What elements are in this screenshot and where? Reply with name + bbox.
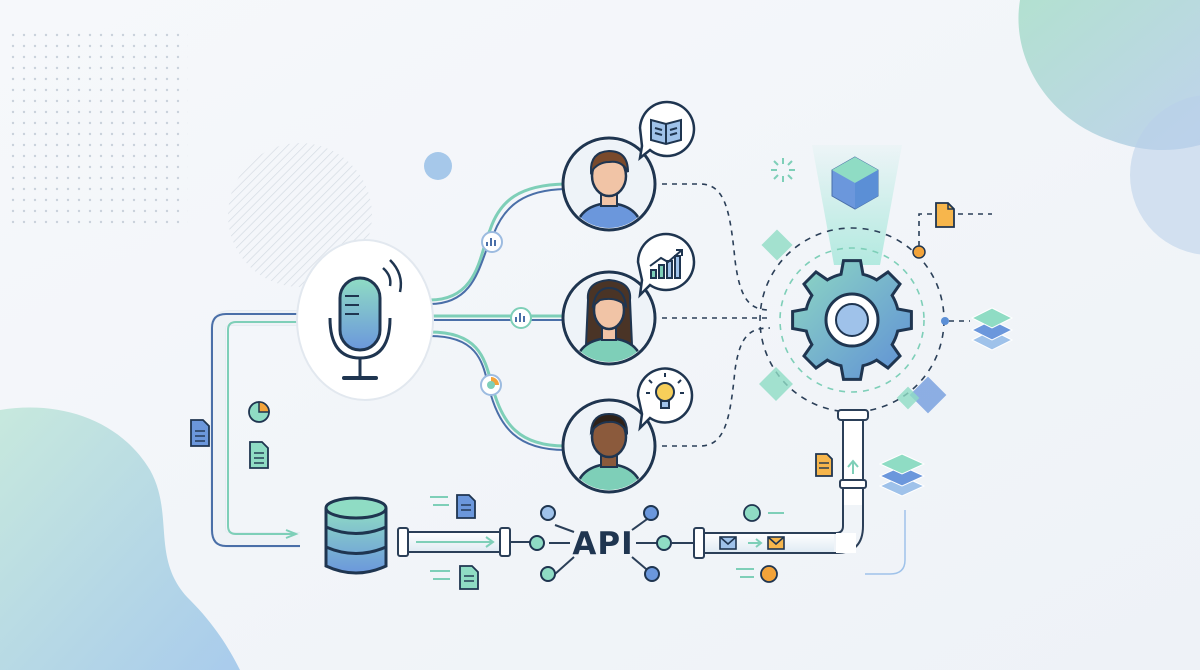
persons-to-gear-dashed (662, 183, 771, 447)
layers-icon-right (970, 307, 1014, 351)
layers-icon-pipe (878, 453, 926, 497)
person-male-2-icon (565, 402, 653, 490)
book-icon (650, 118, 682, 146)
blob-bottom-left (0, 407, 240, 670)
bubble-book (638, 100, 696, 162)
file-icon-left-teal (249, 441, 269, 469)
person-node-2[interactable] (560, 270, 660, 370)
microphone-icon (328, 259, 403, 380)
connector-badges (480, 231, 532, 396)
blob-right-circle (1130, 95, 1200, 255)
microphone-node[interactable] (296, 239, 434, 401)
orbit-node-blue (941, 317, 949, 325)
vertical-pipe (837, 409, 906, 575)
floating-dot (424, 152, 452, 180)
gear-hub (835, 303, 869, 337)
cube-icon (831, 156, 879, 210)
bubble-chart (636, 232, 696, 299)
api-label: API (572, 526, 633, 562)
file-icon-left-blue (190, 419, 210, 447)
pipe-db-to-api (397, 527, 532, 557)
pie-chart-icon-left (248, 401, 270, 423)
person-node-1[interactable] (560, 136, 660, 236)
database-icon[interactable] (324, 496, 388, 575)
chart-up-icon (649, 249, 683, 279)
orbit-node-orange (912, 245, 926, 259)
lightbulb-icon (646, 373, 684, 409)
file-icon-db-top (430, 494, 476, 519)
sparkle-icon (771, 158, 795, 182)
dot-grid (8, 30, 188, 230)
mail-icons (719, 536, 785, 550)
pipe-dot-orange (760, 565, 778, 583)
gear-output-lines (918, 213, 992, 322)
pipe-dot-teal (743, 504, 761, 522)
blob-top-right (1018, 0, 1200, 150)
file-icon-orange-2 (815, 453, 833, 477)
gear-icon[interactable] (791, 259, 913, 381)
person-node-3[interactable] (560, 398, 660, 498)
file-icon-orange (935, 202, 955, 228)
mic-input-pipe (210, 310, 300, 548)
bubble-lightbulb (636, 367, 694, 432)
file-icon-db-bottom (430, 565, 479, 590)
